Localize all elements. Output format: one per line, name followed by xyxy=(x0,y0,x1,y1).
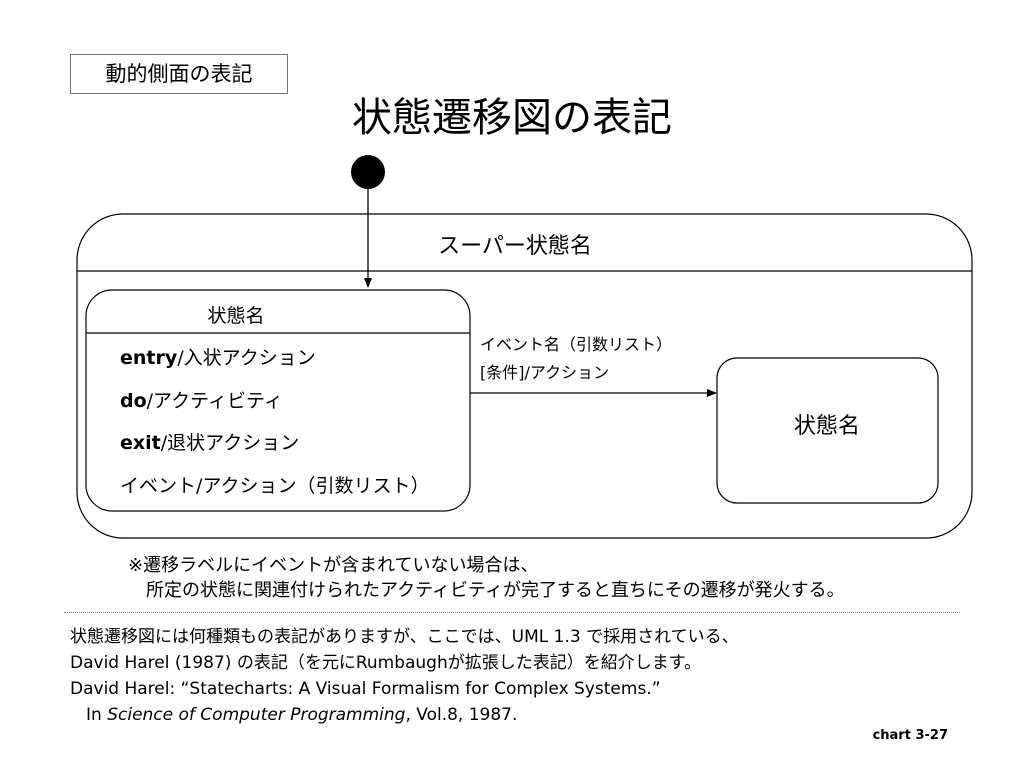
footer-line: 状態遷移図には何種類もの表記がありますが、ここでは、UML 1.3 で採用されて… xyxy=(70,627,739,647)
citation-suffix: , Vol.8, 1987. xyxy=(405,705,518,725)
section-tag: 動的側面の表記 xyxy=(70,54,288,94)
transition-note: ※遷移ラベルにイベントが含まれていない場合は、 所定の状態に関連付けられたアクテ… xyxy=(128,553,845,603)
state-right-name: 状態名 xyxy=(794,414,860,439)
footer-line: David Harel: “Statecharts: A Visual Form… xyxy=(70,679,661,699)
state-diagram: スーパー状態名 状態名 entry/入状アクション do/アクティビティ exi… xyxy=(76,155,973,539)
footer-citation: In Science of Computer Programming, Vol.… xyxy=(70,702,739,728)
state-row-entry: entry/入状アクション xyxy=(120,347,316,369)
note-line: ※遷移ラベルにイベントが含まれていない場合は、 xyxy=(128,555,539,576)
footer-line: David Harel (1987) の表記（を元にRumbaughが拡張した表… xyxy=(70,653,702,673)
row-keyword: do xyxy=(120,390,147,412)
footer-notes: 状態遷移図には何種類もの表記がありますが、ここでは、UML 1.3 で採用されて… xyxy=(70,624,739,728)
state-row-do: do/アクティビティ xyxy=(120,390,283,412)
transition-label-guard: [条件]/アクション xyxy=(480,363,609,382)
slide-number: chart 3-27 xyxy=(872,728,948,743)
state-row-event: イベント/アクション（引数リスト） xyxy=(120,475,429,497)
state-row-exit: exit/退状アクション xyxy=(120,432,299,454)
row-keyword: exit xyxy=(120,432,161,454)
transition-label-event: イベント名（引数リスト） xyxy=(480,335,672,354)
slide-title: 状態遷移図の表記 xyxy=(352,95,672,141)
state-box-right xyxy=(716,357,939,504)
row-action: /入状アクション xyxy=(177,347,315,369)
initial-state-dot xyxy=(351,155,385,189)
note-line: 所定の状態に関連付けられたアクティビティが完了すると直ちにその遷移が発火する。 xyxy=(146,580,845,601)
superstate-box xyxy=(76,213,973,539)
row-action: /退状アクション xyxy=(161,432,299,454)
state-left-name: 状態名 xyxy=(207,305,264,327)
state-box-left xyxy=(85,289,471,512)
citation-prefix: In xyxy=(86,705,108,725)
row-action: イベント/アクション（引数リスト） xyxy=(120,475,429,497)
citation-journal: Science of Computer Programming xyxy=(107,705,406,725)
dotted-separator xyxy=(64,612,960,613)
row-keyword: entry xyxy=(120,347,178,369)
superstate-name: スーパー状態名 xyxy=(438,234,592,259)
row-action: /アクティビティ xyxy=(147,390,283,412)
